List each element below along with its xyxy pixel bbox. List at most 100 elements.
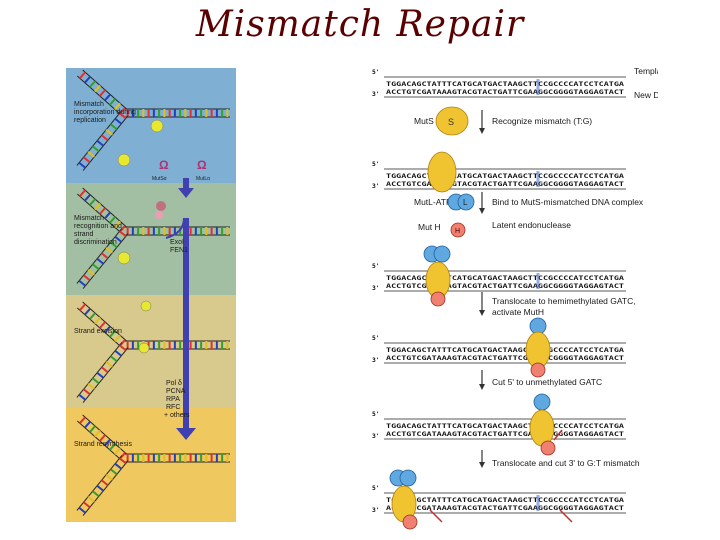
dna-ladder: [76, 455, 129, 516]
mutlb-label: MutLα: [196, 176, 210, 182]
flow-arrow-icon: [479, 310, 485, 316]
dna-ladder: [76, 342, 129, 403]
step-translocate: Translocate to hemimethylated GATC,activ…: [492, 296, 636, 317]
flow-arrow-icon: [479, 384, 485, 390]
template-sequence: TGGACAGCTATTTCATGCATGACTAAGCTTCCGCCCCATC…: [386, 423, 624, 430]
mutl-protein-icon: [457, 193, 475, 211]
stage-band-excision: [66, 295, 236, 408]
template-sequence: TGGACAGCTATTTCATGCATGACTAAGCTTCCGCCCCATC…: [386, 81, 624, 88]
new-strand-sequence: ACCTGTCGATAAAGTACGTACTGATTCGAAGGCGGGGTAG…: [386, 89, 624, 96]
muth-protein-icon: [530, 362, 546, 378]
flow-arrow-icon: [176, 428, 196, 440]
mutsa-bound-icon: [156, 201, 166, 211]
new-strand-sequence: ACCTGTCGATAAAGTACGTACTGATTCGAAGGCGGGGTAG…: [386, 181, 624, 188]
flow-arrow-icon: [479, 128, 485, 134]
template-sequence: TGGACAGCTATTTCATGCATGACTAAGCTTCCGCCCCATC…: [386, 347, 624, 354]
dna-duplex-row: 5' 3' TGGACAGCTATTTCATGCATGACTAAGCTTCCGCCC…: [372, 411, 626, 440]
pcna-ring-icon: [117, 251, 131, 265]
muts-protein-icon: [435, 106, 469, 136]
cut-arrow-icon: [553, 429, 563, 441]
muts-label: MutS: [414, 116, 434, 126]
dna-ladder: [77, 414, 128, 462]
five-prime-label: 5': [372, 411, 380, 418]
dna-ladder: [76, 228, 129, 289]
muts-protein-icon: [427, 151, 457, 193]
new-strand-sequence: ACCTGTCGATAAAGTACGTACTGATTCGAAGGCGGGGTAG…: [386, 431, 624, 438]
template-sequence: TGGACAGCTATTTCATGCATGACTAAGCTTCCGCCCCATC…: [386, 173, 624, 180]
mutsb-protein-icon: Ω: [197, 158, 207, 172]
dna-duplex-row: 5' 3' TGGACAGCTATTTCATGCATGACTAAGCTTCCGCCC…: [372, 263, 626, 292]
five-prime-label: 5': [372, 263, 380, 270]
pcna-ring-icon: [117, 153, 131, 167]
dna-duplex-row: 5' 3' TGGACAGCTATTTCATGCATGACTAAGCTTCCGCCC…: [372, 335, 626, 364]
pcna-ring-icon: [150, 119, 164, 133]
muth-label: Mut H: [418, 222, 441, 232]
pcna-ring-icon: [140, 300, 152, 312]
muth-letter: H: [455, 228, 460, 235]
mutl-letter: L: [463, 198, 468, 207]
three-prime-label: 3': [372, 433, 380, 440]
three-prime-label: 3': [372, 285, 380, 292]
dna-duplex-row: 5' 3' TGGACAGCTATTTCATGCATGACTAAGCTTCCGCCC…: [372, 69, 626, 98]
three-prime-label: 3': [372, 507, 380, 514]
mutla-bound-icon: [155, 211, 163, 219]
pcna-ring-icon: [138, 342, 150, 354]
template-strand-label: Template strand: [634, 66, 658, 76]
three-prime-label: 3': [372, 183, 380, 190]
five-prime-label: 5': [372, 69, 380, 76]
step-cut5: Cut 5' to unmethylated GATC: [492, 377, 602, 387]
five-prime-label: 5': [372, 335, 380, 342]
stage-label-excision: Strand excision: [74, 328, 122, 335]
page-title: Mismatch Repair: [195, 4, 525, 45]
mutsa-protein-icon: Ω: [159, 158, 169, 172]
muth-protein-icon: [450, 222, 466, 238]
mutsa-label: MutSα: [152, 176, 167, 182]
muth-protein-icon: [402, 514, 418, 530]
new-strand-sequence: ACCTGTCGATAAAGTACGTACTGATTCGAAGGCGGGGTAG…: [386, 283, 624, 290]
stage-band-recognition: [66, 183, 236, 295]
muts-protein-icon: [529, 409, 555, 447]
bacterial-repair-panel: 5' 3' TGGACAGCTATTTCATGCATGACTAAGCTTCCGCCC…: [362, 62, 697, 532]
dna-ladder: [76, 110, 129, 171]
step-bind: Bind to MutS-mismatched DNA complex: [492, 197, 644, 207]
template-sequence: TGGACAGCTATTTCATGCATGACTAAGCTTCCGCCCCATC…: [386, 275, 624, 282]
dna-duplex-row: 5'3'TGGACAGCTATTTCATGCATGACTAAGCTTCCGCCC…: [372, 161, 626, 190]
step-recognize: Recognize mismatch (T:G): [492, 116, 592, 126]
flow-arrow-icon: [479, 208, 485, 214]
step-latent: Latent endonuclease: [492, 220, 571, 230]
three-prime-label: 3': [372, 91, 380, 98]
mutshl-repair-diagram: 5' 3' TGGACAGCTATTTCATGCATGACTAAGCTTCCGCCC…: [372, 66, 697, 530]
dna-duplex-row: 5' 3' TGGACAGCTATTTCATGCATGACTAAGCTTCCGCCC…: [372, 485, 626, 514]
flow-arrow-icon: [479, 462, 485, 468]
five-prime-label: 5': [372, 485, 380, 492]
cut-arrow-icon: [559, 509, 573, 523]
mutl-protein-icon: [533, 393, 551, 411]
template-sequence: TGGACAGCTATTTCATGCATGACTAAGCTTCCGCCCCATC…: [386, 497, 624, 504]
new-strand-sequence: ACCTGTCGATAAAGTACGTACTGATTCGAAGGCGGGGTAG…: [386, 355, 624, 362]
three-prime-label: 3': [372, 357, 380, 364]
step-cut3: Translocate and cut 3' to G:T mismatch: [492, 458, 640, 468]
muth-protein-icon: [430, 291, 446, 307]
muth-protein-icon: [540, 440, 556, 456]
mutl-protein-icon: [399, 469, 417, 487]
new-strand-label: New DNA strand: [634, 90, 658, 100]
mutl-protein-icon: [433, 245, 451, 263]
new-strand-sequence: ACCTGTCGATAAAGTACGTACTGATTCGAAGGCGGGGTAG…: [386, 505, 624, 512]
dna-ladder: [77, 69, 128, 117]
dna-ladder: [125, 108, 230, 118]
dna-ladder: [77, 187, 128, 235]
flow-arrow-icon: [178, 188, 194, 198]
stage-label-resynthesis: Strand resynthesis: [74, 441, 132, 448]
dna-ladder: [125, 453, 230, 463]
cut-arrow-icon: [429, 509, 443, 523]
mutl-label: MutL-ATP: [414, 197, 452, 207]
muts-letter: S: [448, 117, 454, 127]
dna-ladder: [125, 226, 230, 236]
dna-ladder: [77, 301, 128, 349]
